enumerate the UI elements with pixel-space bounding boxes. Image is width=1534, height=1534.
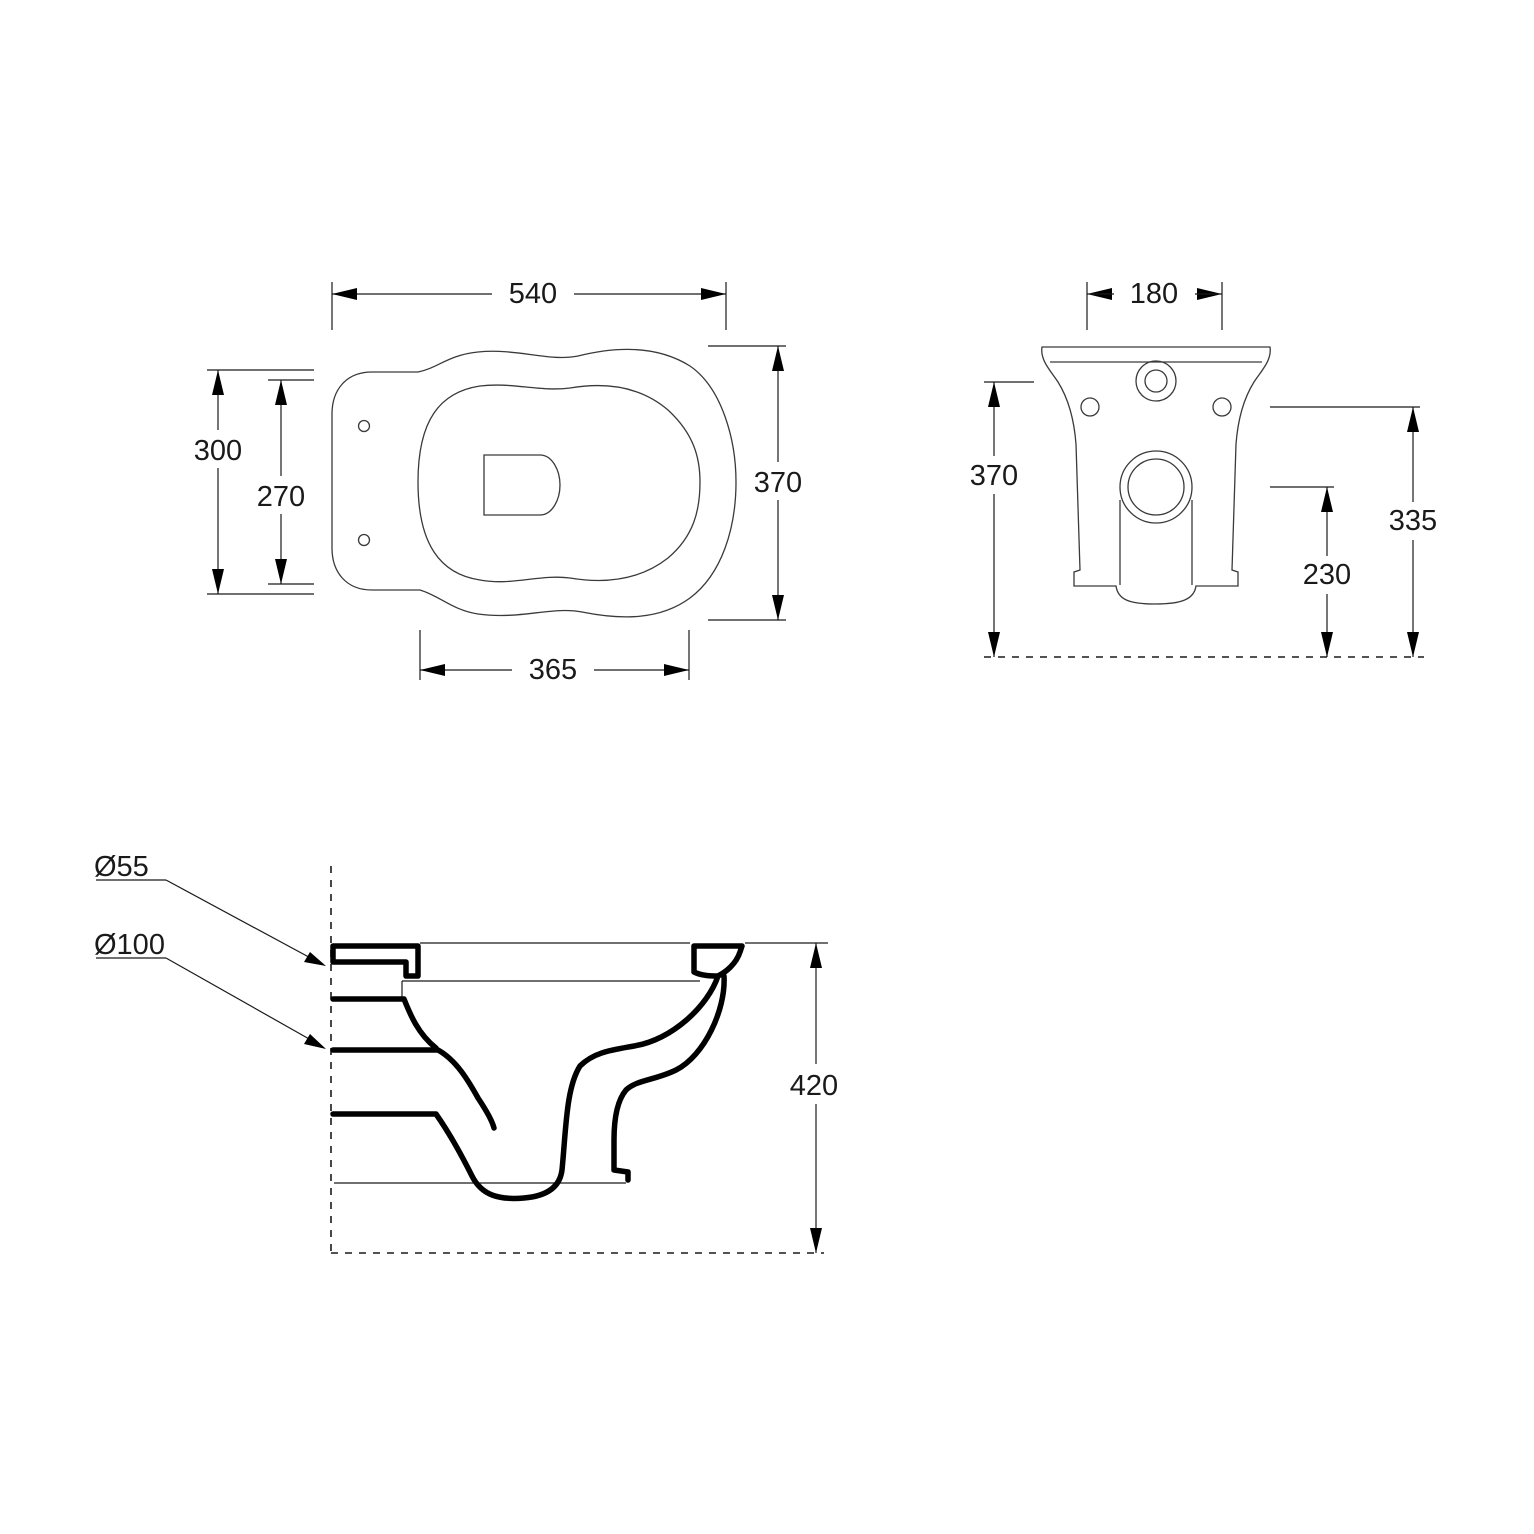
dim-section-height: 420 [745, 942, 838, 1253]
dim-outlet-height-label: 335 [1389, 505, 1437, 537]
top-view-fixing-hole-upper [357, 419, 371, 433]
back-view-fixing-hole-left [1080, 397, 1100, 417]
dim-frame-width-label: 180 [1130, 278, 1178, 310]
back-view-outline [1041, 346, 1271, 605]
top-view-fixing-hole-lower [357, 533, 371, 547]
dim-overall-length-label: 540 [509, 278, 557, 310]
back-view-outlet-spigot [1119, 500, 1193, 585]
dim-inlet-height: 230 [1270, 486, 1351, 657]
side-section-outlet-lower [330, 973, 721, 1202]
back-view: 180 370 335 230 [970, 278, 1437, 658]
dim-outer-width: 300 [194, 369, 314, 595]
side-section-front-rim [691, 943, 745, 979]
callout-outlet-diameter: Ø100 [94, 929, 326, 1049]
side-section: Ø55 Ø100 420 [94, 851, 838, 1254]
top-view-bowl-rim [417, 384, 701, 583]
callout-inlet-diameter-label: Ø55 [94, 851, 149, 883]
dim-section-height-label: 420 [790, 1070, 838, 1102]
side-section-rear-wall [330, 996, 439, 1051]
dim-back-height: 370 [970, 381, 1034, 657]
side-section-outlet-upper [330, 1047, 497, 1131]
back-view-fixing-hole-right [1212, 397, 1232, 417]
dim-fixing-hole-spacing-label: 270 [257, 481, 305, 513]
side-section-front-wall [611, 973, 727, 1183]
dim-overall-width-label: 370 [754, 467, 802, 499]
back-view-outlet-outer [1119, 450, 1193, 524]
dim-overall-width: 370 [708, 345, 802, 621]
dim-fixing-hole-spacing: 270 [257, 379, 314, 585]
dim-outlet-height: 335 [1270, 406, 1437, 657]
dim-frame-width: 180 [1086, 278, 1223, 330]
dim-bowl-length: 365 [419, 630, 690, 686]
side-section-inlet [330, 943, 421, 979]
callout-outlet-diameter-label: Ø100 [94, 929, 165, 961]
top-view-drain-opening [483, 454, 561, 516]
dim-overall-length: 540 [331, 278, 727, 330]
back-view-inlet-outer [1135, 360, 1177, 402]
dim-outer-width-label: 300 [194, 435, 242, 467]
dim-back-height-label: 370 [970, 460, 1018, 492]
top-view-outer-outline [331, 348, 737, 618]
dim-bowl-length-label: 365 [529, 654, 577, 686]
callout-inlet-diameter: Ø55 [94, 851, 326, 966]
dim-inlet-height-label: 230 [1303, 559, 1351, 591]
back-view-outlet-inner [1127, 458, 1185, 516]
top-view: 540 300 270 [194, 278, 802, 686]
back-view-inlet-inner [1144, 369, 1168, 393]
